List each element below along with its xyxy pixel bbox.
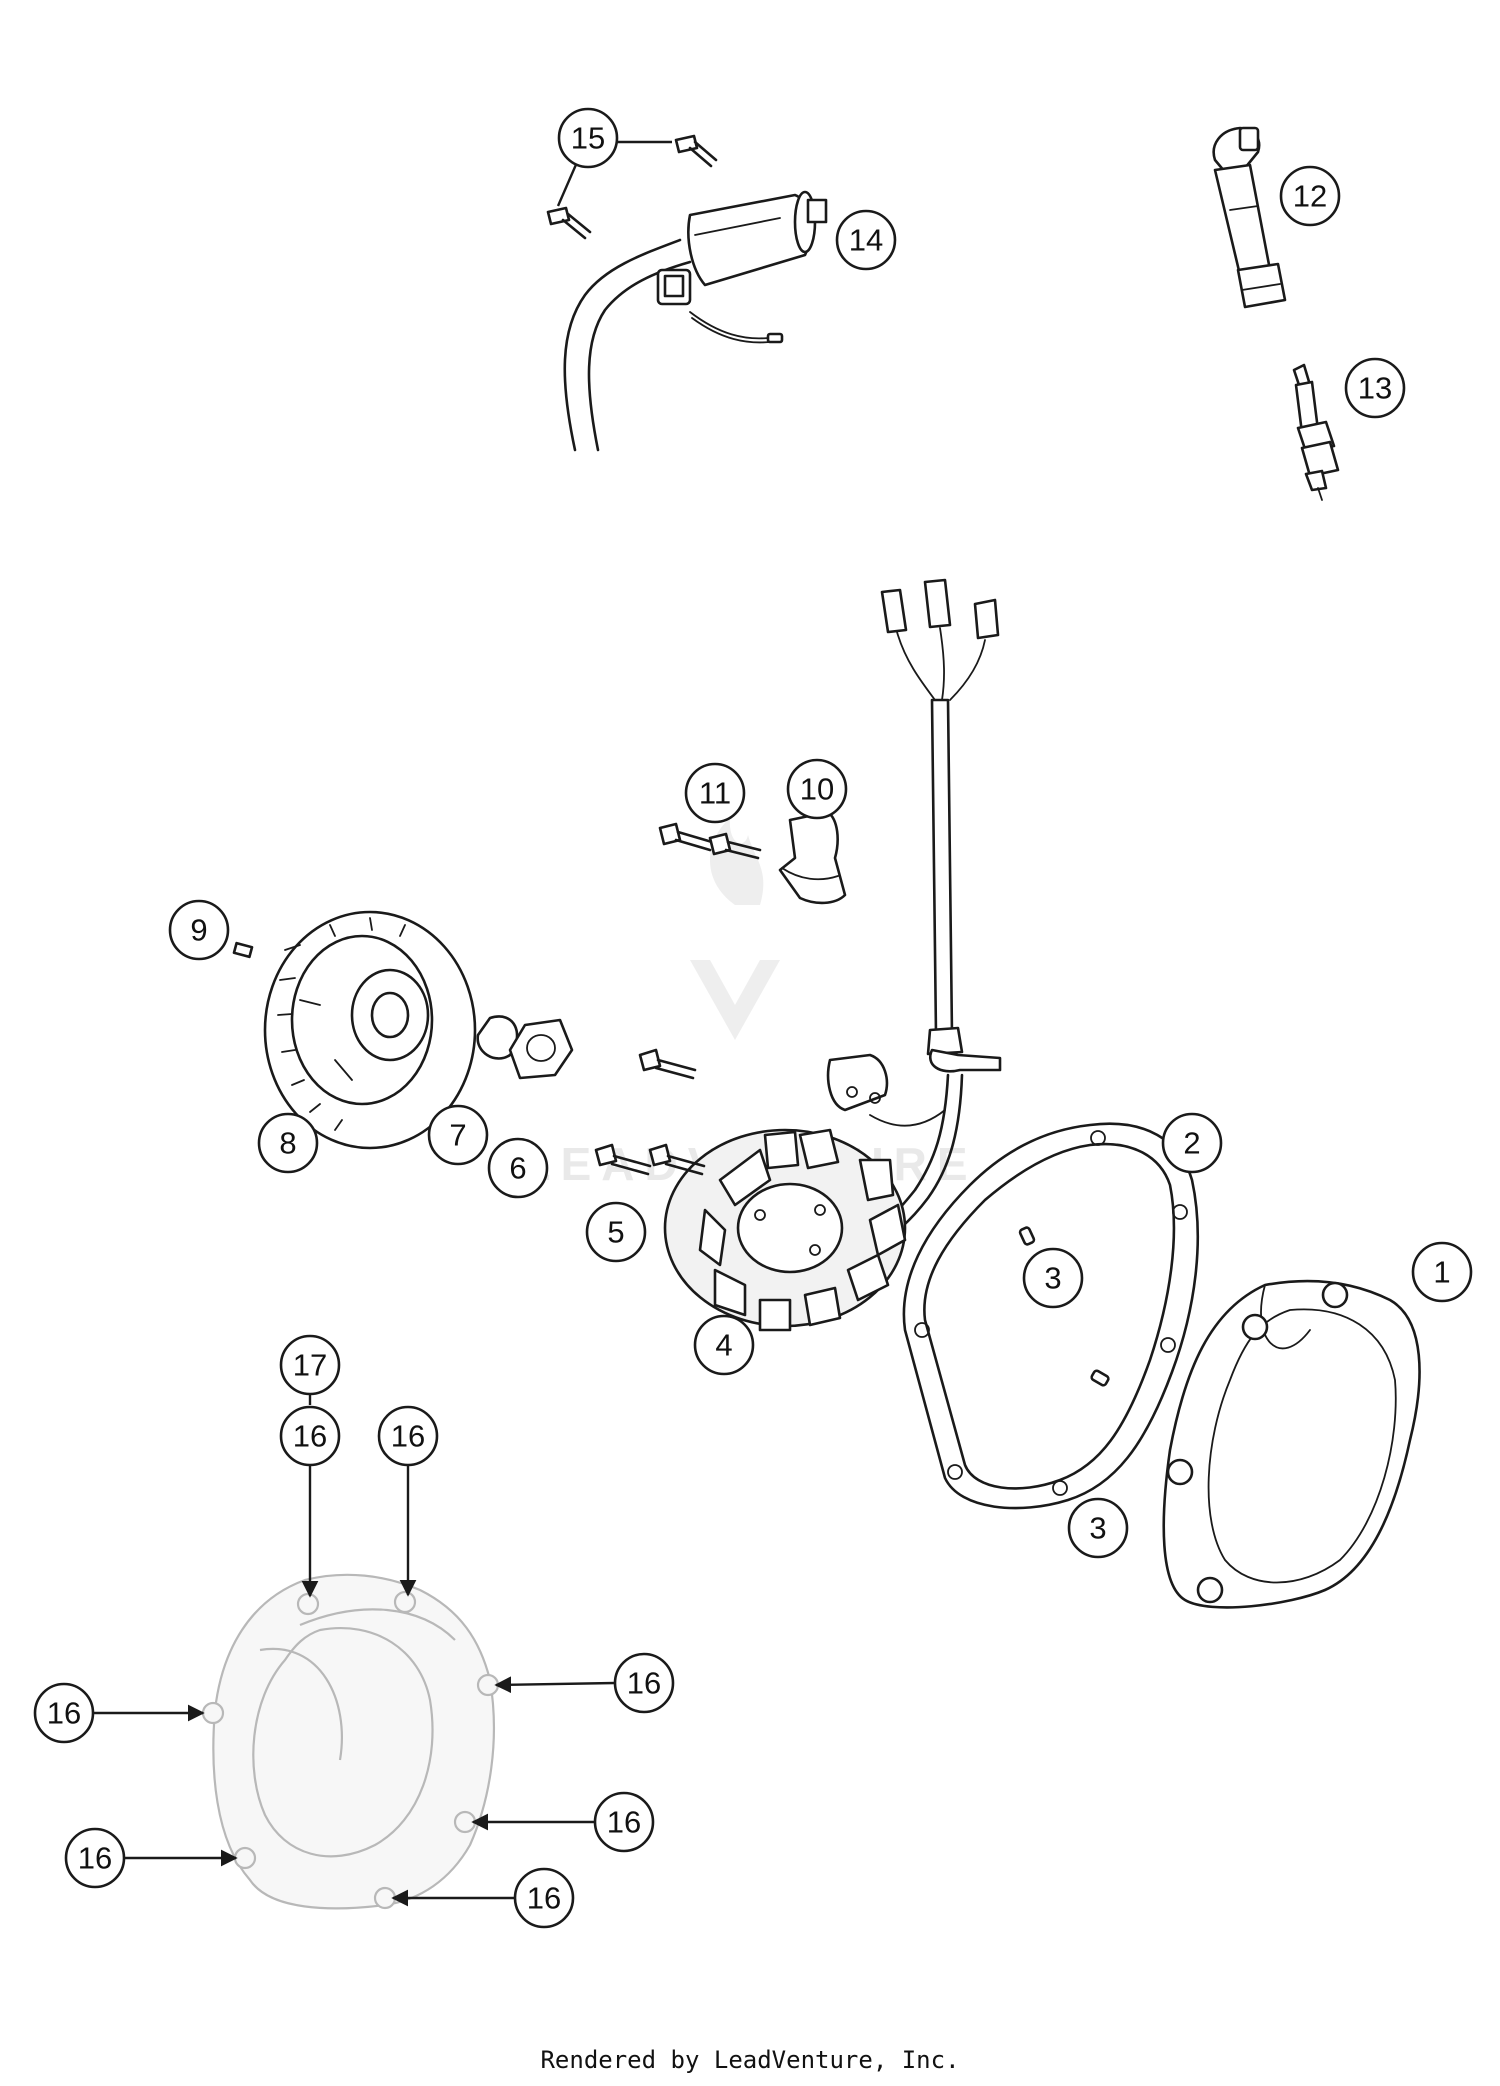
part-dowel-pin [1090, 1369, 1110, 1387]
part-bolts-11 [658, 822, 762, 860]
callout-4: 4 [693, 1314, 755, 1376]
callout-9: 9 [168, 899, 230, 961]
part-washer [476, 1015, 519, 1060]
callout-16: 16 [33, 1682, 95, 1744]
part-bolts-5 [594, 1048, 706, 1176]
callout-3: 3 [1067, 1497, 1129, 1559]
svg-text:16: 16 [391, 1419, 425, 1454]
callout-16: 16 [279, 1405, 341, 1467]
callout-17: 17 [279, 1334, 341, 1396]
svg-text:4: 4 [715, 1328, 732, 1363]
svg-text:9: 9 [190, 913, 207, 948]
part-key [232, 941, 254, 959]
callout-10: 10 [786, 758, 848, 820]
callout-14: 14 [835, 209, 897, 271]
part-stator-wiring [663, 578, 1002, 1332]
leader-lines [93, 140, 672, 1907]
callout-16: 16 [377, 1405, 439, 1467]
callout-16: 16 [513, 1867, 575, 1929]
part-spark-plug [1292, 363, 1340, 501]
svg-text:16: 16 [627, 1666, 661, 1701]
part-spark-plug-cap [1212, 126, 1287, 309]
svg-text:16: 16 [78, 1841, 112, 1876]
svg-text:10: 10 [800, 772, 834, 807]
part-ignition-coil [563, 190, 828, 452]
svg-text:1: 1 [1433, 1255, 1450, 1290]
svg-text:6: 6 [509, 1151, 526, 1186]
callout-11: 11 [684, 762, 746, 824]
svg-text:13: 13 [1358, 371, 1392, 406]
svg-text:3: 3 [1044, 1261, 1061, 1296]
svg-text:2: 2 [1183, 1126, 1200, 1161]
part-ignition-cover [1162, 1279, 1421, 1609]
part-cover-outline [201, 1573, 500, 1910]
svg-text:16: 16 [527, 1881, 561, 1916]
callout-16: 16 [593, 1791, 655, 1853]
callout-7: 7 [427, 1104, 489, 1166]
svg-text:3: 3 [1089, 1511, 1106, 1546]
callout-1: 1 [1411, 1241, 1473, 1303]
callout-3: 3 [1022, 1247, 1084, 1309]
part-bolts-15 [546, 134, 718, 240]
part-dowel-pin [1018, 1226, 1036, 1246]
footer-credit: Rendered by LeadVenture, Inc. [540, 2046, 960, 2074]
svg-text:7: 7 [449, 1118, 466, 1153]
callout-16: 16 [64, 1827, 126, 1889]
callout-6: 6 [487, 1137, 549, 1199]
callout-15: 15 [557, 107, 619, 169]
callout-8: 8 [257, 1112, 319, 1174]
svg-text:16: 16 [293, 1419, 327, 1454]
svg-text:16: 16 [47, 1696, 81, 1731]
svg-text:12: 12 [1293, 179, 1327, 214]
svg-text:5: 5 [607, 1215, 624, 1250]
part-flywheel [263, 910, 477, 1150]
svg-text:16: 16 [607, 1805, 641, 1840]
svg-text:15: 15 [571, 121, 605, 156]
callout-5: 5 [585, 1201, 647, 1263]
svg-text:11: 11 [699, 776, 731, 811]
callout-16: 16 [613, 1652, 675, 1714]
callout-2: 2 [1161, 1112, 1223, 1174]
svg-text:17: 17 [293, 1348, 327, 1383]
svg-text:14: 14 [849, 223, 883, 258]
svg-text:8: 8 [279, 1126, 296, 1161]
part-bracket [778, 810, 847, 905]
part-nut [508, 1018, 574, 1080]
callout-13: 13 [1344, 357, 1406, 419]
callout-12: 12 [1279, 165, 1341, 227]
part-gasket [902, 1122, 1200, 1510]
